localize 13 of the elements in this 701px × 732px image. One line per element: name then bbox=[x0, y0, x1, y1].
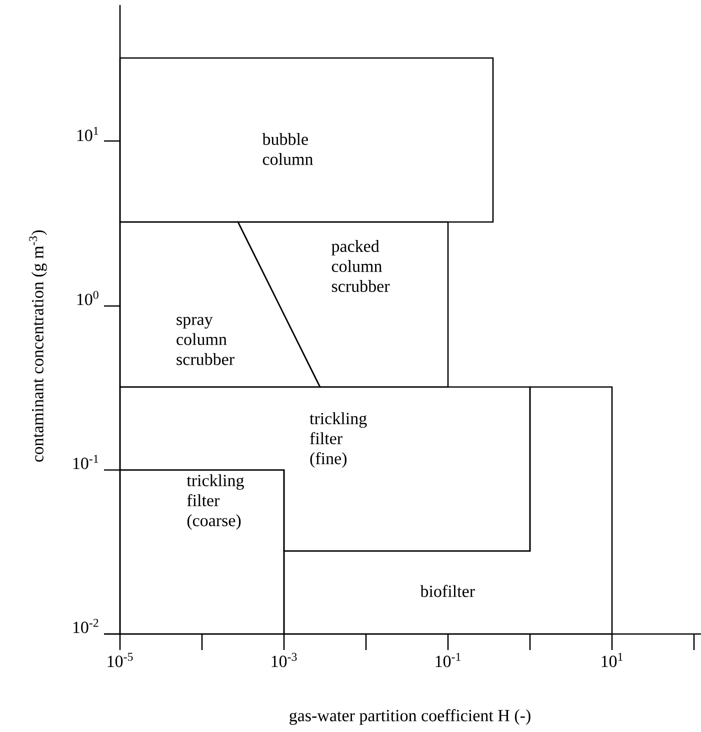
tick-label: 10$^{-1}$ bbox=[73, 454, 98, 470]
region: trickling filter (coarse) bbox=[119, 469, 285, 635]
axis-title: contaminant concentration (g m$^{-3}$) bbox=[29, 230, 47, 462]
tick-label: 10$^{1}$ bbox=[77, 126, 98, 142]
axis-title: gas-water partition coefficient H (-) bbox=[290, 709, 530, 725]
region: spray column scrubber bbox=[119, 221, 322, 388]
tick-label: 10$^{-3}$ bbox=[272, 652, 297, 668]
tick-label: 10$^{1}$ bbox=[602, 652, 622, 668]
tick-label: 10$^{-5}$ bbox=[108, 652, 133, 668]
tick-label: 10$^{0}$ bbox=[77, 290, 98, 306]
tick-label: 10$^{-1}$ bbox=[436, 652, 460, 668]
region: bubble column bbox=[119, 57, 494, 223]
tick-label: 10$^{-2}$ bbox=[73, 618, 98, 634]
